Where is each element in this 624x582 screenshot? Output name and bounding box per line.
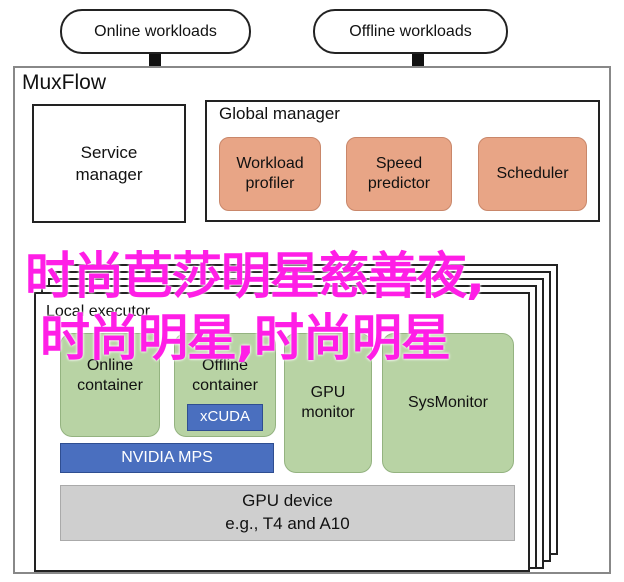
global-manager-title: Global manager (219, 104, 340, 123)
online-workloads-label: Online workloads (94, 22, 217, 40)
offline-workloads-label: Offline workloads (349, 22, 472, 40)
scheduler-box: Scheduler (478, 137, 587, 211)
xcuda-box: xCUDA (187, 404, 263, 431)
nvidia-mps-bar: NVIDIA MPS (60, 443, 274, 473)
overlay-text-line-1: 时尚芭莎明星慈善夜, (25, 247, 485, 305)
offline-container-label: Offline container (192, 357, 258, 394)
online-container-label: Online container (77, 357, 143, 394)
gpu-monitor-box: GPU monitor (284, 333, 372, 473)
local-executor-title: Local executor (46, 303, 151, 320)
online-workloads-pill: Online workloads (60, 9, 251, 54)
offline-workloads-pill: Offline workloads (313, 9, 508, 54)
online-container-box: Online container (60, 333, 160, 437)
service-manager-box: Service manager (32, 104, 186, 223)
gpu-device-bar: GPU device e.g., T4 and A10 (60, 485, 515, 541)
overlay-text-line-2: 时尚明星,时尚明星 (40, 309, 451, 367)
sysmonitor-box: SysMonitor (382, 333, 514, 473)
speed-predictor-box: Speed predictor (346, 137, 452, 211)
workload-profiler-box: Workload profiler (219, 137, 321, 211)
muxflow-title: MuxFlow (22, 71, 107, 94)
